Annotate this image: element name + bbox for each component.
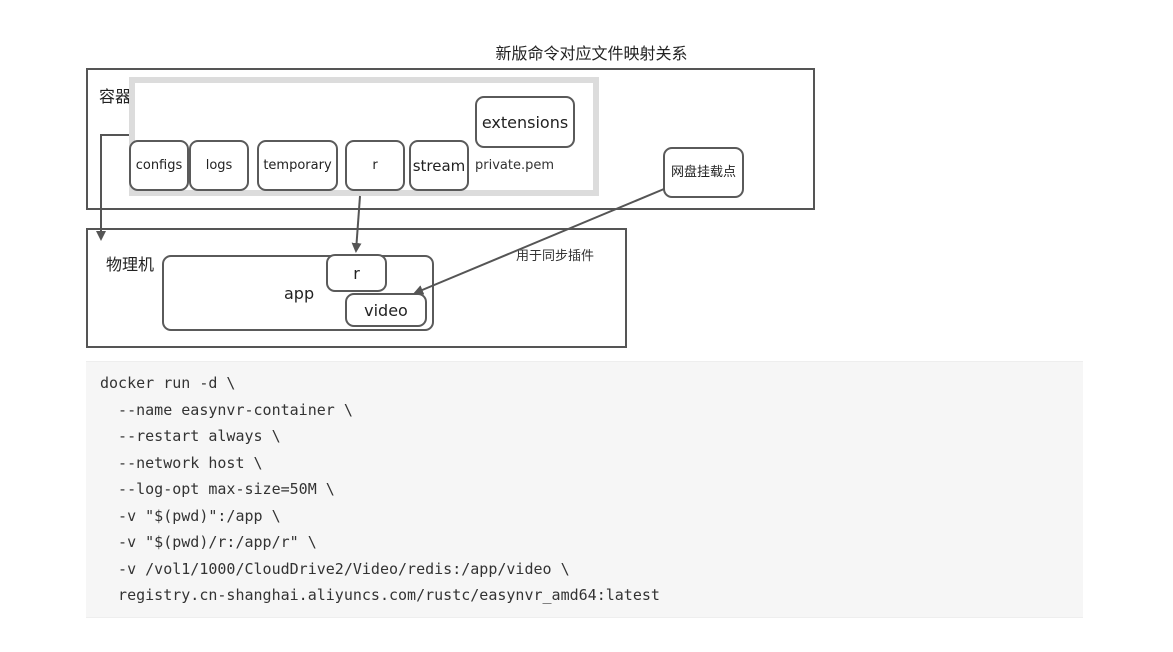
code-line: docker run -d \ xyxy=(100,374,236,392)
code-line: --log-opt max-size=50M \ xyxy=(100,480,335,498)
r-box-host: r xyxy=(326,254,387,292)
host-label: 物理机 xyxy=(106,255,155,274)
app-directory-area xyxy=(129,77,599,196)
video-box: video xyxy=(345,293,427,327)
container-label: 容器 xyxy=(99,87,132,106)
mount-point-box: 网盘挂载点 xyxy=(663,147,744,198)
temporary-box: temporary xyxy=(257,140,338,191)
docker-command-block: docker run -d \ --name easynvr-container… xyxy=(86,361,1083,618)
code-line: -v "$(pwd)":/app \ xyxy=(100,507,281,525)
code-line: registry.cn-shanghai.aliyuncs.com/rustc/… xyxy=(100,586,660,604)
code-line: --restart always \ xyxy=(100,427,281,445)
extensions-box: extensions xyxy=(475,96,575,148)
app-label: app xyxy=(284,284,315,303)
logs-box: logs xyxy=(189,140,249,191)
code-line: --network host \ xyxy=(100,454,263,472)
stream-box: stream xyxy=(409,140,469,191)
configs-box: configs xyxy=(129,140,189,191)
code-line: -v /vol1/1000/CloudDrive2/Video/redis:/a… xyxy=(100,560,570,578)
code-line: -v "$(pwd)/r:/app/r" \ xyxy=(100,533,317,551)
r-box-container: r xyxy=(345,140,405,191)
code-line: --name easynvr-container \ xyxy=(100,401,353,419)
diagram-title: 新版命令对应文件映射关系 xyxy=(495,44,688,63)
private-pem-label: private.pem xyxy=(475,158,555,173)
sync-note: 用于同步插件 xyxy=(516,249,595,264)
